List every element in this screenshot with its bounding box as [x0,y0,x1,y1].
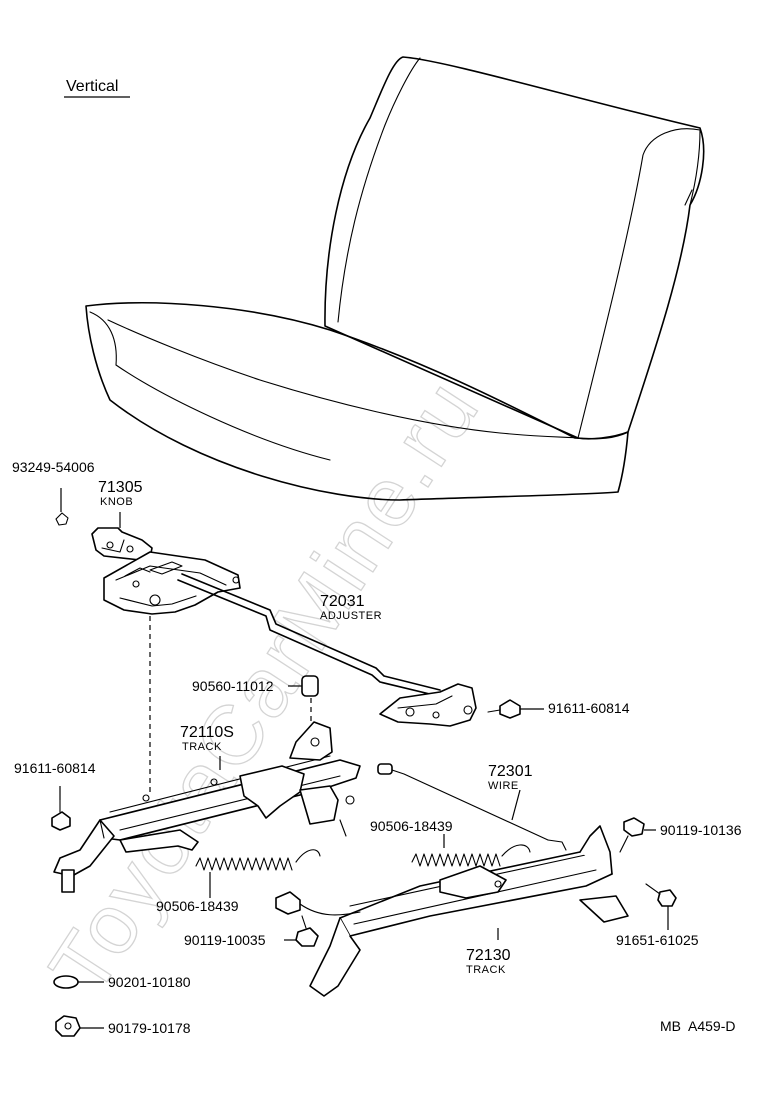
label-93249-54006: 93249-54006 [12,459,95,475]
diagram-title: Vertical [66,78,118,95]
label-91611-60814-right: 91611-60814 [548,700,630,716]
label-71305: 71305 [98,479,143,496]
label-72110s: 72110S [180,724,234,741]
track-72130 [275,825,629,997]
label-90506-18439-left: 90506-18439 [156,898,239,914]
label-72301: 72301 [488,763,533,780]
nut-90179 [55,1015,104,1037]
bolt-90119-10035 [284,915,319,947]
spring-90506-right [411,834,531,867]
label-91611-60814-left: 91611-60814 [14,760,96,776]
label-adjuster: ADJUSTER [320,610,382,622]
label-90201-10180: 90201-10180 [108,974,191,990]
label-72031: 72031 [320,593,365,610]
label-90179-10178: 90179-10178 [108,1020,191,1036]
bolt-91611-left [51,786,71,831]
bolt-91611-right [487,699,544,719]
track-72110s [53,721,361,893]
label-72130: 72130 [466,947,511,964]
label-knob: KNOB [100,496,133,508]
knob-and-adjuster-bracket [55,488,477,792]
label-90560-11012: 90560-11012 [192,678,274,694]
label-track-left: TRACK [182,741,222,753]
washer-90201 [53,975,104,989]
label-track-right: TRACK [466,964,506,976]
nut-90560 [288,675,319,725]
bolt-90119-10136 [619,817,656,853]
label-91651-61025: 91651-61025 [616,932,699,948]
label-90506-18439-right: 90506-18439 [370,818,453,834]
label-90119-10035: 90119-10035 [184,932,266,948]
wire-72301 [377,763,567,851]
spring-90506-left [195,849,321,898]
reference-code: MB A459-D [660,1018,735,1034]
label-90119-10136: 90119-10136 [660,822,742,838]
bolt-91651-61025 [645,883,677,930]
label-wire: WIRE [488,780,519,792]
seat-illustration [85,56,705,501]
